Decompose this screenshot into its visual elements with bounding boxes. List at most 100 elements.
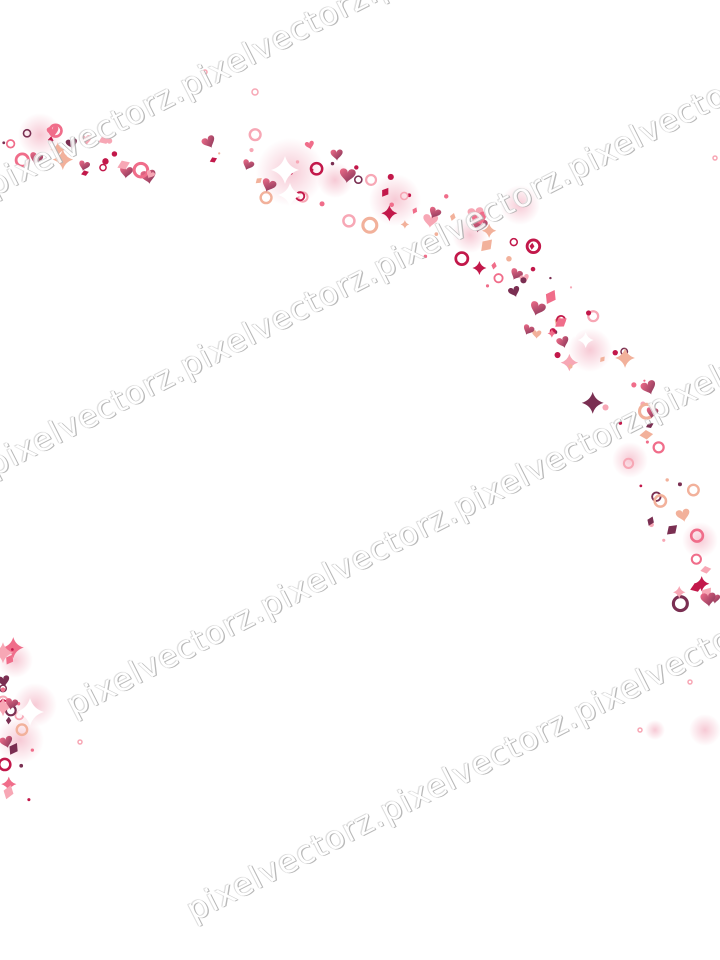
heart-icon bbox=[339, 168, 356, 184]
sparkle-icon bbox=[220, 134, 236, 151]
heart-icon bbox=[532, 330, 542, 339]
dot-icon bbox=[677, 482, 682, 487]
dot-icon bbox=[602, 404, 609, 411]
diamond-icon bbox=[3, 785, 14, 800]
heart-icon bbox=[80, 135, 92, 146]
dot-icon bbox=[645, 440, 649, 444]
heart-icon bbox=[5, 698, 19, 710]
heart-icon bbox=[471, 211, 487, 226]
dot-icon bbox=[639, 484, 643, 488]
sparkle-icon bbox=[0, 697, 13, 717]
ring-icon bbox=[686, 483, 700, 497]
diamond-icon bbox=[255, 178, 262, 184]
diamond-icon bbox=[9, 743, 18, 755]
sparkle-icon bbox=[88, 131, 106, 149]
dot-icon bbox=[530, 266, 536, 272]
ring-icon bbox=[365, 173, 378, 186]
heart-icon bbox=[146, 170, 156, 179]
dot-icon bbox=[506, 256, 512, 262]
ring-icon bbox=[353, 175, 363, 185]
ring-icon bbox=[493, 273, 504, 284]
diamond-icon bbox=[81, 170, 89, 176]
dot-icon bbox=[618, 421, 623, 425]
diamond-icon bbox=[481, 239, 492, 252]
dot-icon bbox=[102, 158, 109, 165]
sparkle-icon bbox=[472, 261, 487, 275]
sparkle-icon bbox=[560, 353, 579, 372]
diamond-icon bbox=[412, 207, 418, 214]
dot-icon bbox=[665, 478, 669, 482]
dot-icon bbox=[249, 147, 254, 153]
ring-icon bbox=[712, 155, 718, 161]
sparkle-icon bbox=[694, 576, 710, 592]
sparkle-icon bbox=[278, 183, 302, 207]
heart-icon bbox=[531, 301, 546, 316]
sparkle-icon bbox=[577, 332, 594, 348]
ring-icon bbox=[671, 595, 689, 613]
diamond-icon bbox=[450, 212, 456, 221]
dot-icon bbox=[0, 687, 6, 692]
heart-icon bbox=[65, 138, 77, 150]
ring-icon bbox=[525, 238, 542, 255]
ring-icon bbox=[454, 251, 470, 266]
sparkle-icon bbox=[481, 223, 497, 238]
ring-icon bbox=[361, 216, 379, 234]
dot-icon bbox=[612, 349, 618, 356]
diamond-icon bbox=[209, 157, 218, 163]
diamond-icon bbox=[639, 429, 654, 440]
ring-icon bbox=[259, 190, 273, 205]
ring-icon bbox=[690, 553, 702, 565]
sparkle-icon bbox=[607, 351, 629, 373]
dot-icon bbox=[549, 276, 552, 280]
diamond-icon bbox=[600, 356, 605, 362]
diamond-icon bbox=[529, 242, 535, 250]
sparkle-icon bbox=[635, 375, 651, 391]
dot-icon bbox=[520, 277, 527, 284]
sparkle-icon bbox=[420, 227, 435, 243]
heart-icon bbox=[646, 407, 659, 419]
ring-icon bbox=[99, 163, 107, 172]
dot-icon bbox=[554, 352, 561, 359]
sparkle-icon bbox=[672, 467, 688, 483]
ring-icon bbox=[687, 679, 693, 685]
dot-icon bbox=[389, 202, 394, 207]
ring-icon bbox=[509, 237, 519, 247]
heart-icon bbox=[304, 140, 314, 150]
sparkle-icon bbox=[567, 322, 583, 338]
dot-icon bbox=[19, 763, 24, 768]
glow-spot bbox=[689, 714, 720, 746]
sparkle-icon bbox=[52, 149, 74, 170]
sparkle-icon bbox=[474, 272, 488, 287]
ring-icon bbox=[202, 69, 208, 75]
sparkle-icon bbox=[503, 234, 514, 245]
ring-icon bbox=[637, 727, 643, 733]
diamond-icon bbox=[382, 187, 389, 197]
heart-icon bbox=[523, 324, 535, 335]
ring-icon bbox=[309, 161, 324, 176]
ring-icon bbox=[622, 457, 635, 469]
heart-icon bbox=[675, 508, 690, 522]
ring-icon bbox=[651, 491, 662, 502]
sparkle-icon bbox=[16, 698, 44, 726]
ring-icon bbox=[587, 310, 600, 323]
sparkle-icon bbox=[547, 329, 557, 338]
sparkle-icon bbox=[1, 776, 17, 792]
glow-spot bbox=[645, 720, 665, 740]
glow-spot bbox=[612, 442, 648, 478]
dot-icon bbox=[569, 286, 573, 289]
heart-icon bbox=[262, 178, 277, 192]
ring-icon bbox=[248, 128, 262, 142]
dot-icon bbox=[111, 151, 118, 157]
glow-spot bbox=[500, 185, 540, 225]
glow-spot bbox=[18, 113, 62, 157]
heart-icon bbox=[0, 675, 10, 687]
diamond-icon bbox=[647, 516, 654, 526]
heart-icon bbox=[556, 336, 569, 349]
diamond-icon bbox=[645, 422, 654, 428]
dot-icon bbox=[662, 538, 666, 542]
diamond-icon bbox=[555, 318, 567, 327]
heart-icon bbox=[330, 149, 343, 161]
ring-icon bbox=[689, 528, 705, 543]
heart-icon bbox=[79, 160, 90, 172]
